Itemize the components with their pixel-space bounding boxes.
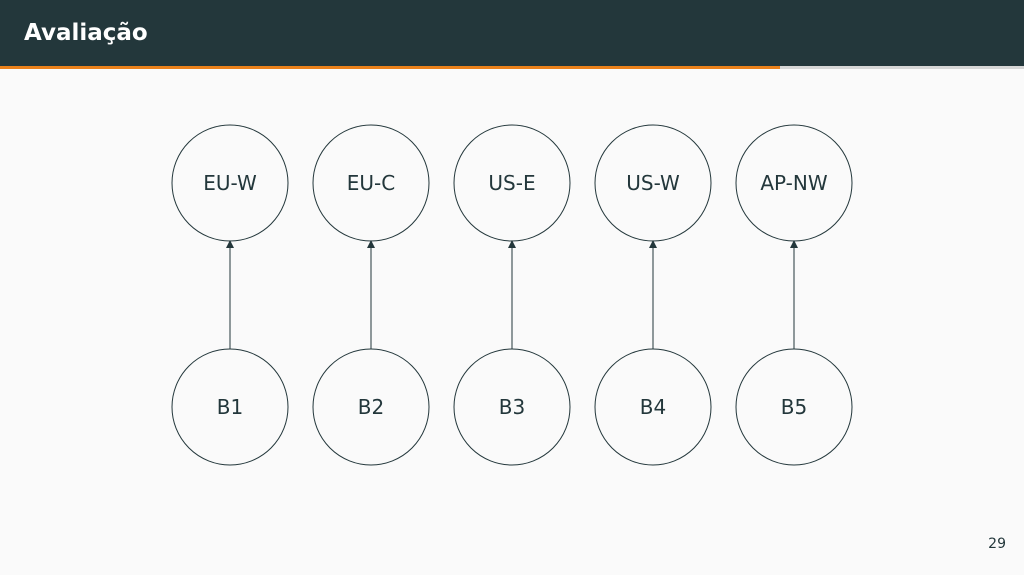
region-node-label: EU-C bbox=[347, 171, 395, 195]
progress-bar bbox=[0, 66, 1024, 69]
region-node-ap-nw: AP-NW bbox=[735, 124, 853, 242]
b-node-circle bbox=[312, 348, 430, 466]
region-node-circle bbox=[594, 124, 712, 242]
region-node-us-e: US-E bbox=[453, 124, 571, 242]
region-node-label: US-W bbox=[626, 171, 680, 195]
b-node-b4: B4 bbox=[594, 348, 712, 466]
b-node-circle bbox=[453, 348, 571, 466]
b-node-label: B2 bbox=[358, 395, 384, 419]
region-node-circle bbox=[735, 124, 853, 242]
region-nodes: EU-W EU-C US-E US-W AP-NW bbox=[171, 124, 853, 242]
slide-header: Avaliação bbox=[0, 0, 1024, 66]
b-nodes: B1 B2 B3 B4 B5 bbox=[171, 348, 853, 466]
region-node-eu-w: EU-W bbox=[171, 124, 289, 242]
region-node-circle bbox=[312, 124, 430, 242]
b-node-b5: B5 bbox=[735, 348, 853, 466]
region-node-us-w: US-W bbox=[594, 124, 712, 242]
b-node-b2: B2 bbox=[312, 348, 430, 466]
region-node-label: AP-NW bbox=[760, 171, 827, 195]
b-node-circle bbox=[735, 348, 853, 466]
edges bbox=[226, 240, 798, 349]
b-node-label: B1 bbox=[217, 395, 243, 419]
region-node-eu-c: EU-C bbox=[312, 124, 430, 242]
region-node-circle bbox=[453, 124, 571, 242]
progress-bar-fill bbox=[0, 66, 781, 69]
slide-title: Avaliação bbox=[24, 20, 148, 46]
b-node-label: B4 bbox=[640, 395, 666, 419]
b-node-b3: B3 bbox=[453, 348, 571, 466]
b-node-circle bbox=[171, 348, 289, 466]
page-number: 29 bbox=[988, 536, 1006, 552]
region-node-label: US-E bbox=[488, 171, 535, 195]
b-node-circle bbox=[594, 348, 712, 466]
region-node-label: EU-W bbox=[203, 171, 257, 195]
b-node-label: B5 bbox=[781, 395, 807, 419]
region-node-circle bbox=[171, 124, 289, 242]
b-node-b1: B1 bbox=[171, 348, 289, 466]
b-node-label: B3 bbox=[499, 395, 525, 419]
